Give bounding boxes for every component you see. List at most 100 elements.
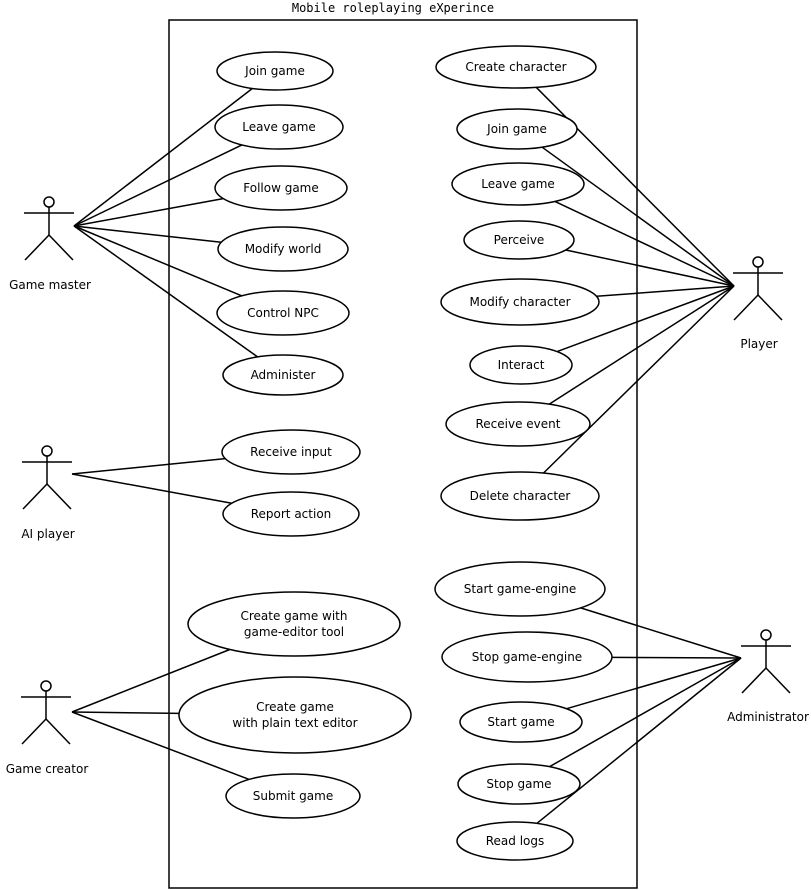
use-case-ellipse — [214, 165, 348, 211]
use-case-label: Control NPC — [247, 306, 319, 320]
use-case-ellipse — [217, 226, 349, 272]
use-case-label: Modify character — [469, 295, 570, 309]
use-case-ellipse — [221, 429, 361, 475]
association-game-creator-gc-create-game-editor — [71, 648, 231, 713]
use-case-ellipse — [434, 561, 606, 617]
use-case-label: Create game — [256, 700, 334, 714]
use-case-label: Modify world — [245, 242, 322, 256]
association-game-master-gm-join-game — [73, 87, 253, 227]
use-case-label: Join game — [486, 122, 547, 136]
association-player-pl-leave-game — [554, 200, 735, 287]
use-case-gm-modify-world[interactable]: Modify world — [217, 226, 349, 272]
use-case-ellipse — [451, 162, 585, 206]
associations — [71, 86, 742, 824]
use-case-ellipse — [440, 278, 600, 326]
system-boundary — [168, 19, 638, 889]
association-player-pl-interact — [556, 285, 735, 353]
use-case-label: Start game — [487, 715, 554, 729]
use-case-ellipse — [222, 354, 344, 396]
use-case-gm-follow-game[interactable]: Follow game — [214, 165, 348, 211]
use-case-label: Create game with — [240, 609, 347, 623]
use-case-pl-leave-game[interactable]: Leave game — [451, 162, 585, 206]
use-case-label: Report action — [251, 507, 332, 521]
use-case-ad-start-engine[interactable]: Start game-engine — [434, 561, 606, 617]
actor-player[interactable]: Player — [733, 256, 783, 351]
use-case-ellipse — [216, 51, 334, 91]
association-player-pl-perceive — [565, 249, 735, 287]
use-case-ellipse — [441, 631, 613, 683]
use-case-label: Leave game — [242, 120, 316, 134]
association-game-master-gm-follow-game — [73, 197, 224, 227]
use-case-pl-modify-character[interactable]: Modify character — [440, 278, 600, 326]
actor-label: AI player — [21, 527, 74, 541]
actor-head — [760, 629, 772, 641]
use-case-ad-start-game[interactable]: Start game — [459, 701, 583, 743]
use-case-ad-read-logs[interactable]: Read logs — [456, 821, 574, 861]
use-case-gc-create-game-text[interactable]: Create game with plain text editor — [178, 676, 412, 754]
use-case-ai-receive-input[interactable]: Receive input — [221, 429, 361, 475]
use-case-ellipse — [456, 821, 574, 861]
actor-right-leg — [46, 483, 72, 510]
actor-head — [40, 680, 52, 692]
use-case-gm-leave-game[interactable]: Leave game — [214, 104, 344, 150]
use-case-gm-join-game[interactable]: Join game — [216, 51, 334, 91]
use-case-label: Read logs — [486, 834, 545, 848]
use-case-label: Submit game — [253, 789, 333, 803]
use-case-ad-stop-game[interactable]: Stop game — [457, 763, 581, 805]
actor-right-leg — [45, 718, 71, 745]
use-case-pl-interact[interactable]: Interact — [469, 345, 573, 385]
use-case-label: Receive input — [250, 445, 332, 459]
use-case-label: Leave game — [481, 177, 555, 191]
use-case-ellipse — [463, 220, 575, 260]
use-case-ellipse — [435, 45, 597, 89]
use-case-gc-submit-game[interactable]: Submit game — [225, 773, 361, 819]
actor-label: Game master — [9, 278, 91, 292]
association-game-creator-gc-create-game-text — [71, 711, 180, 715]
actor-left-leg — [24, 234, 50, 261]
actor-label: Game creator — [6, 762, 89, 776]
use-case-label: Create character — [465, 60, 566, 74]
association-administrator-ad-stop-game — [549, 657, 742, 768]
actor-administrator[interactable]: Administrator — [727, 629, 809, 724]
actor-right-leg — [48, 234, 74, 261]
use-case-label: Administer — [251, 368, 316, 382]
use-case-ellipse — [222, 491, 360, 537]
use-case-pl-join-game[interactable]: Join game — [456, 108, 578, 150]
use-case-ellipse — [216, 290, 350, 336]
use-case-label: Join game — [244, 64, 305, 78]
use-case-ad-stop-engine[interactable]: Stop game-engine — [441, 631, 613, 683]
use-case-ellipse — [187, 591, 401, 657]
use-case-label: Interact — [498, 358, 545, 372]
use-case-ellipse — [445, 401, 591, 447]
association-game-master-gm-leave-game — [73, 144, 243, 227]
use-case-ellipse — [214, 104, 344, 150]
actor-label: Player — [740, 337, 777, 351]
use-case-pl-delete-character[interactable]: Delete character — [440, 471, 600, 521]
use-case-label: with plain text editor — [232, 716, 357, 730]
use-case-gc-create-game-editor[interactable]: Create game with game-editor tool — [187, 591, 401, 657]
actor-head — [41, 445, 53, 457]
use-case-label: game-editor tool — [244, 625, 344, 639]
use-case-ellipse — [225, 773, 361, 819]
actor-left-leg — [22, 483, 48, 510]
use-case-ai-report-action[interactable]: Report action — [222, 491, 360, 537]
use-case-ellipse — [469, 345, 573, 385]
use-case-ellipse — [459, 701, 583, 743]
use-case-gm-control-npc[interactable]: Control NPC — [216, 290, 350, 336]
actor-game-creator[interactable]: Game creator — [6, 680, 89, 776]
actor-right-leg — [765, 667, 791, 694]
use-case-label: Receive event — [476, 417, 561, 431]
use-case-pl-receive-event[interactable]: Receive event — [445, 401, 591, 447]
use-case-gm-administer[interactable]: Administer — [222, 354, 344, 396]
use-case-label: Start game-engine — [464, 582, 576, 596]
actor-ai-player[interactable]: AI player — [21, 445, 75, 541]
use-case-pl-create-character[interactable]: Create character — [435, 45, 597, 89]
actor-right-leg — [757, 294, 783, 321]
actor-game-master[interactable]: Game master — [9, 196, 91, 292]
use-case-pl-perceive[interactable]: Perceive — [463, 220, 575, 260]
association-administrator-ad-stop-engine — [611, 656, 742, 659]
actor-head — [752, 256, 764, 268]
actor-head — [43, 196, 55, 208]
